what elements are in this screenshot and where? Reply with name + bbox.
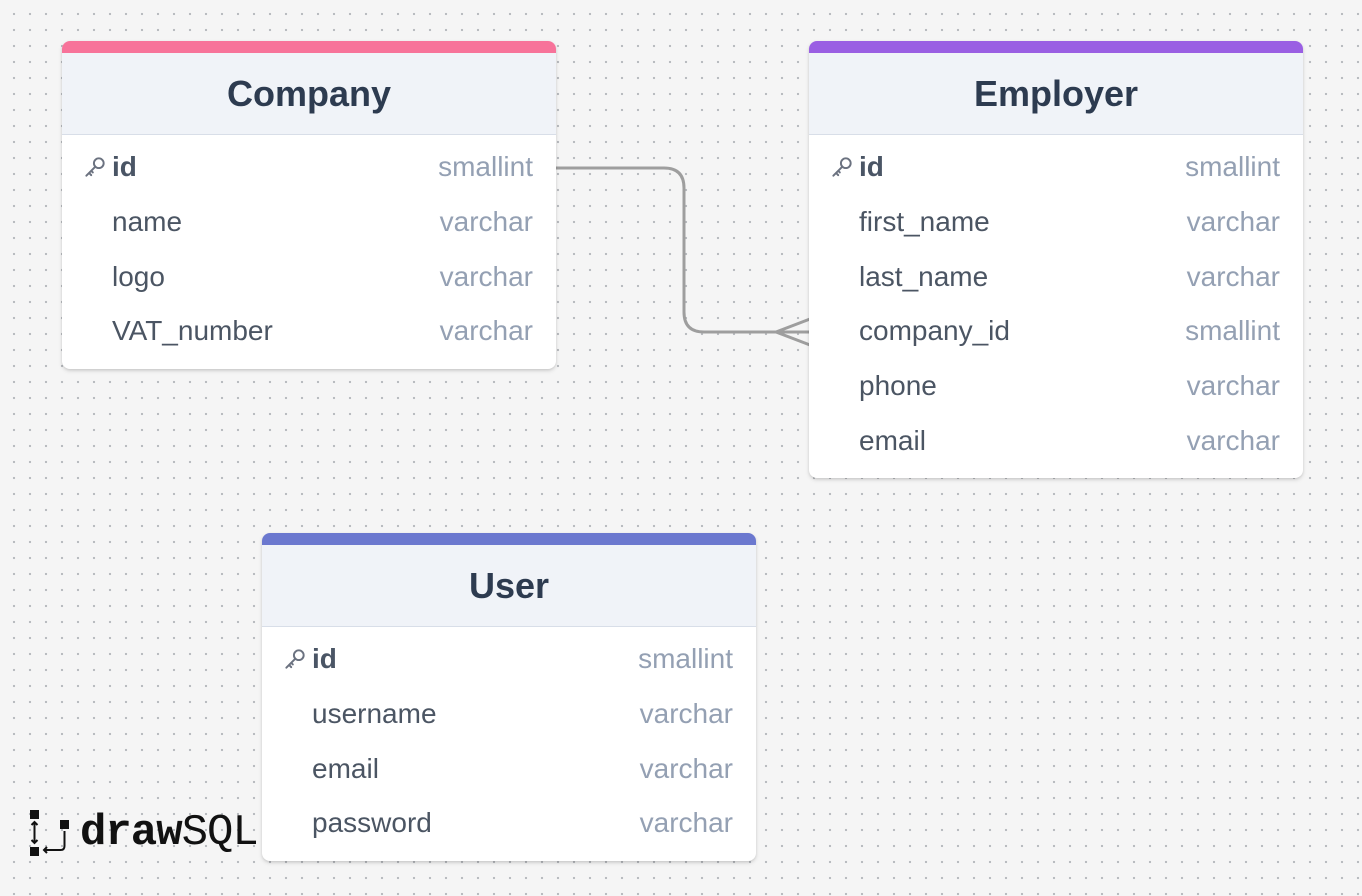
column-row-vat-number[interactable]: VAT_number varchar xyxy=(62,304,556,359)
column-name: username xyxy=(312,698,437,730)
column-row-email[interactable]: email varchar xyxy=(809,413,1303,468)
column-row-id[interactable]: id smallint xyxy=(262,632,756,687)
column-name: email xyxy=(859,424,926,456)
table-user[interactable]: User id smallint username varchar email … xyxy=(262,533,756,861)
column-row-username[interactable]: username varchar xyxy=(262,687,756,742)
drawsql-logo-icon xyxy=(30,810,69,856)
column-name: last_name xyxy=(859,260,989,292)
column-row-name[interactable]: name varchar xyxy=(62,195,556,250)
column-list: id smallint username varchar email varch… xyxy=(262,627,756,861)
column-name: company_id xyxy=(859,315,1010,347)
column-type: varchar xyxy=(1186,370,1280,402)
column-type: varchar xyxy=(439,206,533,238)
column-type: smallint xyxy=(1185,151,1280,183)
column-name: id xyxy=(112,151,137,183)
column-type: varchar xyxy=(439,315,533,347)
brand-wordmark: drawSQL xyxy=(80,808,259,858)
table-accent-bar xyxy=(262,533,756,545)
crowfoot-many-icon xyxy=(774,317,811,347)
column-row-phone[interactable]: phone varchar xyxy=(809,359,1303,414)
column-row-last-name[interactable]: last_name varchar xyxy=(809,249,1303,304)
column-type: varchar xyxy=(1186,206,1280,238)
column-row-email[interactable]: email varchar xyxy=(262,741,756,796)
key-icon xyxy=(285,649,305,669)
drawsql-logo[interactable]: drawSQL xyxy=(30,808,259,858)
column-name: VAT_number xyxy=(112,315,273,347)
table-company[interactable]: Company id smallint name varchar logo va… xyxy=(62,41,556,369)
column-name: logo xyxy=(112,260,165,292)
table-title: Employer xyxy=(809,53,1303,135)
brand-wordmark-bold: draw xyxy=(80,808,183,858)
column-type: smallint xyxy=(1185,315,1280,347)
connector-line xyxy=(556,166,810,334)
column-name: id xyxy=(312,643,337,675)
column-row-company-id[interactable]: company_id smallint xyxy=(809,304,1303,359)
column-type: smallint xyxy=(638,643,733,675)
column-row-id[interactable]: id smallint xyxy=(809,140,1303,195)
column-row-logo[interactable]: logo varchar xyxy=(62,249,556,304)
column-type: smallint xyxy=(438,151,533,183)
column-row-id[interactable]: id smallint xyxy=(62,140,556,195)
column-row-first-name[interactable]: first_name varchar xyxy=(809,195,1303,250)
table-accent-bar xyxy=(809,41,1303,53)
column-list: id smallint name varchar logo varchar VA… xyxy=(62,135,556,369)
column-type: varchar xyxy=(439,260,533,292)
column-type: varchar xyxy=(1186,424,1280,456)
column-name: email xyxy=(312,752,379,784)
column-name: name xyxy=(112,206,183,238)
table-title: Company xyxy=(62,53,556,135)
column-list: id smallint first_name varchar last_name… xyxy=(809,135,1303,478)
table-accent-bar xyxy=(62,41,556,53)
column-name: phone xyxy=(859,370,937,402)
key-icon xyxy=(85,157,105,177)
brand-wordmark-regular: SQL xyxy=(181,808,259,858)
column-name: first_name xyxy=(859,206,990,238)
table-title: User xyxy=(262,545,756,627)
column-type: varchar xyxy=(639,807,733,839)
key-icon xyxy=(832,157,852,177)
column-type: varchar xyxy=(639,698,733,730)
column-name: id xyxy=(859,151,884,183)
column-row-password[interactable]: password varchar xyxy=(262,796,756,851)
column-name: password xyxy=(312,807,432,839)
table-employer[interactable]: Employer id smallint first_name varchar … xyxy=(809,41,1303,479)
column-type: varchar xyxy=(639,752,733,784)
column-type: varchar xyxy=(1186,260,1280,292)
